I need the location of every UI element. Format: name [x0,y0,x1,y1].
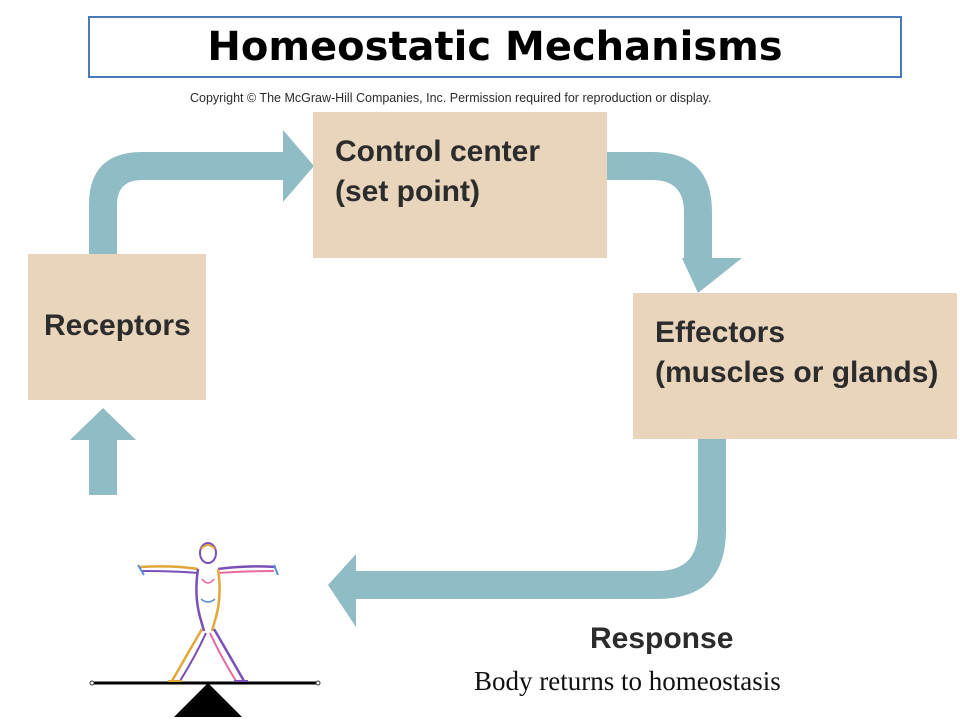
arrow-receptors-to-control [89,130,314,254]
homeostasis-caption: Body returns to homeostasis [474,666,781,696]
copyright-notice: Copyright © The McGraw-Hill Companies, I… [190,91,712,105]
page-title: Homeostatic Mechanisms [207,24,783,70]
effectors-examples-label: (muscles or glands) [655,356,939,389]
receptors-box: Receptors [28,254,206,400]
receptors-label: Receptors [44,309,191,342]
set-point-label: (set point) [335,175,480,208]
control-center-label: Control center [335,135,541,168]
arrow-stimulus-to-receptors [70,408,136,495]
arrow-effectors-to-response [328,439,726,627]
arrow-control-to-effectors [607,152,742,293]
control-center-box: Control center (set point) [313,112,607,258]
effectors-box: Effectors (muscles or glands) [633,293,957,439]
title-box: Homeostatic Mechanisms [88,16,902,78]
effectors-label: Effectors [655,316,786,349]
response-label: Response [590,622,734,655]
human-figure-on-balance-icon [89,542,321,717]
